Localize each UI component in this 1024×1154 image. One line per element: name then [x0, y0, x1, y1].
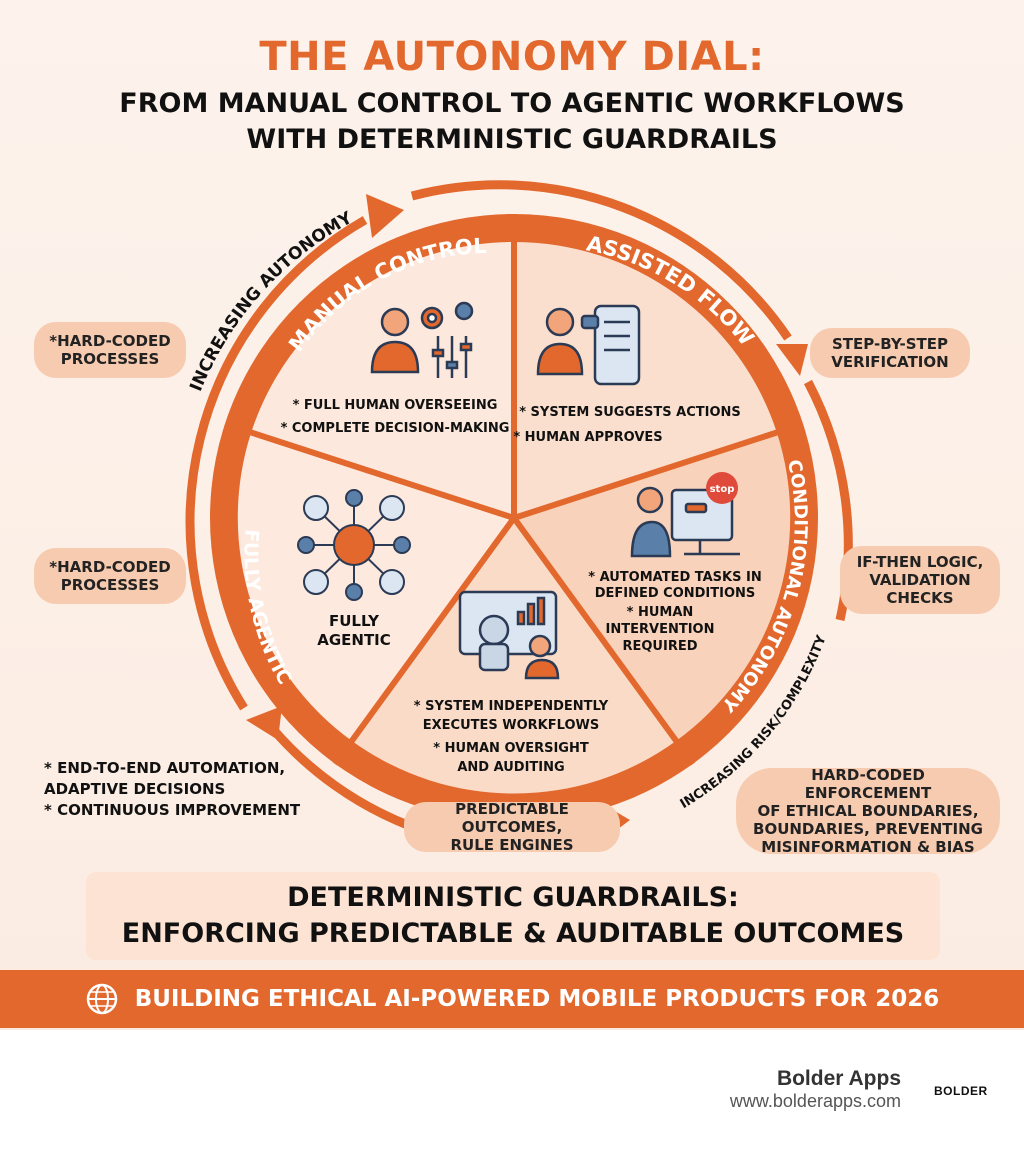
assisted-bullet-2: * HUMAN APPROVES — [513, 430, 662, 445]
brand-url[interactable]: www.bolderapps.com — [729, 1091, 901, 1111]
conditional-bullet-1: * AUTOMATED TASKS IN — [588, 570, 761, 585]
autonomy-dial: MANUAL CONTROL ASSISTED FLOW CONDITIONAL… — [185, 180, 853, 848]
segment-manual-control — [251, 241, 514, 518]
segment-assisted-flow — [514, 241, 777, 518]
page-subtitle-line1: FROM MANUAL CONTROL TO AGENTIC WORKFLOWS — [119, 88, 905, 119]
footer-banner: BUILDING ETHICAL AI-POWERED MOBILE PRODU… — [0, 970, 1024, 1028]
guardrails-band: DETERMINISTIC GUARDRAILS: ENFORCING PRED… — [86, 872, 940, 960]
manual-bullet-2: * COMPLETE DECISION-MAKING — [281, 421, 510, 436]
arrow-arc-bottom-left — [268, 725, 412, 831]
arrow-head-bottom-left — [246, 706, 282, 740]
note-hardcoded-processes-mid: *HARD-CODED PROCESSES — [34, 548, 186, 604]
arrow-arc-left — [185, 216, 368, 711]
brand-name: Bolder Apps — [776, 1067, 901, 1090]
system-bullet-1: * SYSTEM INDEPENDENTLY — [414, 699, 609, 714]
note-if-then: IF-THEN LOGIC, VALIDATION CHECKS — [840, 546, 1000, 614]
footer-text: BUILDING ETHICAL AI-POWERED MOBILE PRODU… — [134, 986, 940, 1012]
arrow-arc-top — [410, 180, 792, 341]
note-step-by-step: STEP-BY-STEP VERIFICATION — [810, 328, 970, 378]
brand-logo: BOLDER — [934, 1084, 988, 1098]
conditional-bullet-2: DEFINED CONDITIONS — [595, 586, 756, 601]
segment-separators — [224, 214, 804, 766]
guardrails-line1: DETERMINISTIC GUARDRAILS: — [287, 882, 739, 913]
conditional-bullet-4: INTERVENTION — [606, 622, 715, 637]
note-hardcoded-processes-top: *HARD-CODED PROCESSES — [34, 322, 186, 378]
system-bullet-3: * HUMAN OVERSIGHT — [433, 741, 589, 756]
stop-sign-label: stop — [710, 484, 735, 495]
page-subtitle-line2: WITH DETERMINISTIC GUARDRAILS — [246, 124, 778, 155]
page-title: THE AUTONOMY DIAL: — [259, 34, 765, 80]
robot-workflow-icon — [458, 590, 560, 680]
note-end-to-end-automation: * END-TO-END AUTOMATION, ADAPTIVE DECISI… — [44, 759, 301, 819]
note-ethical-boundaries: HARD-CODED ENFORCEMENT OF ETHICAL BOUNDA… — [736, 766, 1000, 856]
system-bullet-2: EXECUTES WORKFLOWS — [423, 718, 599, 733]
note-predictable-outcomes: PREDICTABLE OUTCOMES, RULE ENGINES — [404, 800, 620, 854]
agent-network-icon — [297, 489, 411, 601]
guardrails-line2: ENFORCING PREDICTABLE & AUDITABLE OUTCOM… — [121, 918, 905, 949]
arrow-head-top-right — [776, 344, 808, 376]
fully-agentic-inner-line2: AGENTIC — [317, 631, 391, 649]
assisted-bullet-1: * SYSTEM SUGGESTS ACTIONS — [519, 405, 741, 420]
system-bullet-4: AND AUDITING — [457, 760, 564, 775]
arrow-head-top-left — [366, 194, 404, 238]
stop-sign-icon — [706, 472, 738, 504]
assisted-flow-icon — [536, 304, 641, 386]
fully-agentic-inner-line1: FULLY — [329, 612, 380, 630]
globe-icon — [86, 983, 117, 1015]
manual-bullet-1: * FULL HUMAN OVERSEEING — [293, 398, 498, 413]
manual-control-icon — [370, 301, 474, 378]
conditional-bullet-3: * HUMAN — [627, 605, 694, 620]
conditional-bullet-5: REQUIRED — [622, 639, 697, 654]
segment-system-independent — [352, 518, 676, 794]
